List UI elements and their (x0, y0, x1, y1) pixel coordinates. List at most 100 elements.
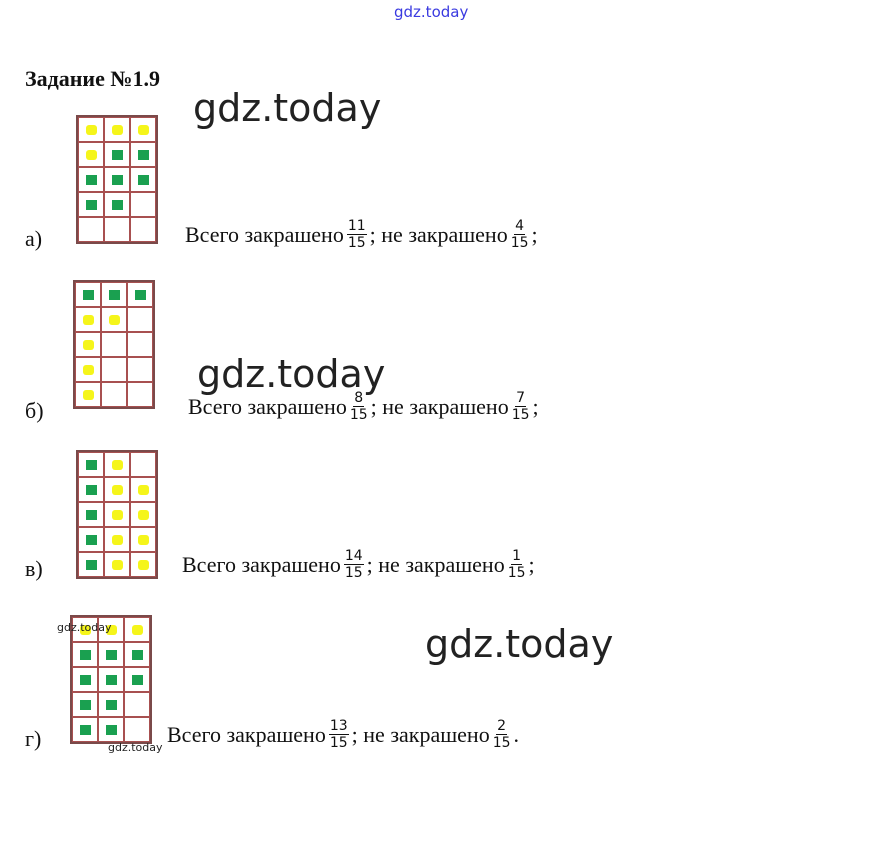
numerator: 8 (353, 390, 365, 408)
cell-green (98, 717, 124, 742)
cell-yellow (78, 117, 104, 142)
cell-green (127, 282, 153, 307)
cell-yellow (75, 357, 101, 382)
cell-green (78, 502, 104, 527)
cell-empty (127, 382, 153, 407)
cell-yellow (75, 382, 101, 407)
cell-empty (124, 692, 150, 717)
denominator: 15 (507, 565, 526, 582)
unshaded-text: ; не закрашено (369, 221, 508, 247)
cell-empty (127, 332, 153, 357)
watermark: gdz.today (108, 741, 163, 754)
line-end: ; (531, 221, 538, 247)
shaded-text: Всего закрашено (185, 221, 344, 247)
grid-v (76, 450, 158, 579)
cell-green (98, 692, 124, 717)
numerator: 2 (496, 718, 508, 736)
cell-green (72, 667, 98, 692)
line-end: . (513, 721, 520, 747)
cell-green (130, 167, 156, 192)
line-end: ; (532, 393, 539, 419)
cell-yellow (104, 502, 130, 527)
cell-green (78, 192, 104, 217)
cell-green (101, 282, 127, 307)
cell-yellow (72, 617, 98, 642)
line-end: ; (528, 551, 535, 577)
cell-yellow (78, 142, 104, 167)
shaded-text: Всего закрашено (167, 721, 326, 747)
cell-green (98, 642, 124, 667)
cell-empty (130, 217, 156, 242)
cell-empty (101, 382, 127, 407)
cell-green (78, 527, 104, 552)
cell-green (72, 717, 98, 742)
numerator: 1 (511, 548, 523, 566)
unshaded-text: ; не закрашено (370, 393, 509, 419)
cell-empty (130, 452, 156, 477)
item-label-b: б) (25, 398, 44, 423)
cell-yellow (104, 117, 130, 142)
grid-g (70, 615, 152, 744)
cell-empty (104, 217, 130, 242)
numerator: 13 (328, 718, 349, 736)
cell-yellow (98, 617, 124, 642)
watermark: gdz.today (425, 622, 614, 666)
cell-green (78, 452, 104, 477)
cell-yellow (104, 527, 130, 552)
task-title: Задание №1.9 (25, 66, 160, 91)
cell-empty (130, 192, 156, 217)
grid-a (76, 115, 158, 244)
denominator: 15 (347, 235, 366, 252)
shaded-text: Всего закрашено (188, 393, 347, 419)
cell-green (104, 192, 130, 217)
cell-empty (124, 717, 150, 742)
cell-yellow (104, 452, 130, 477)
cell-empty (127, 357, 153, 382)
cell-yellow (75, 332, 101, 357)
cell-green (72, 642, 98, 667)
cell-green (72, 692, 98, 717)
cell-empty (101, 357, 127, 382)
cell-yellow (101, 307, 127, 332)
cell-yellow (130, 477, 156, 502)
cell-yellow (124, 617, 150, 642)
cell-empty (101, 332, 127, 357)
cell-green (104, 142, 130, 167)
cell-green (124, 642, 150, 667)
cell-green (98, 667, 124, 692)
cell-empty (127, 307, 153, 332)
cell-yellow (130, 552, 156, 577)
cell-green (124, 667, 150, 692)
cell-yellow (104, 552, 130, 577)
cell-green (130, 142, 156, 167)
cell-yellow (75, 307, 101, 332)
numerator: 11 (346, 218, 367, 236)
shaded-text: Всего закрашено (182, 551, 341, 577)
watermark: gdz.today (197, 352, 386, 396)
cell-green (75, 282, 101, 307)
cell-empty (78, 217, 104, 242)
numerator: 7 (515, 390, 527, 408)
unshaded-text: ; не закрашено (366, 551, 505, 577)
denominator: 15 (510, 235, 529, 252)
denominator: 15 (349, 407, 368, 424)
cell-yellow (130, 527, 156, 552)
denominator: 15 (329, 735, 348, 752)
cell-yellow (130, 117, 156, 142)
cell-green (78, 552, 104, 577)
denominator: 15 (511, 407, 530, 424)
cell-green (104, 167, 130, 192)
item-label-v: в) (25, 556, 43, 581)
